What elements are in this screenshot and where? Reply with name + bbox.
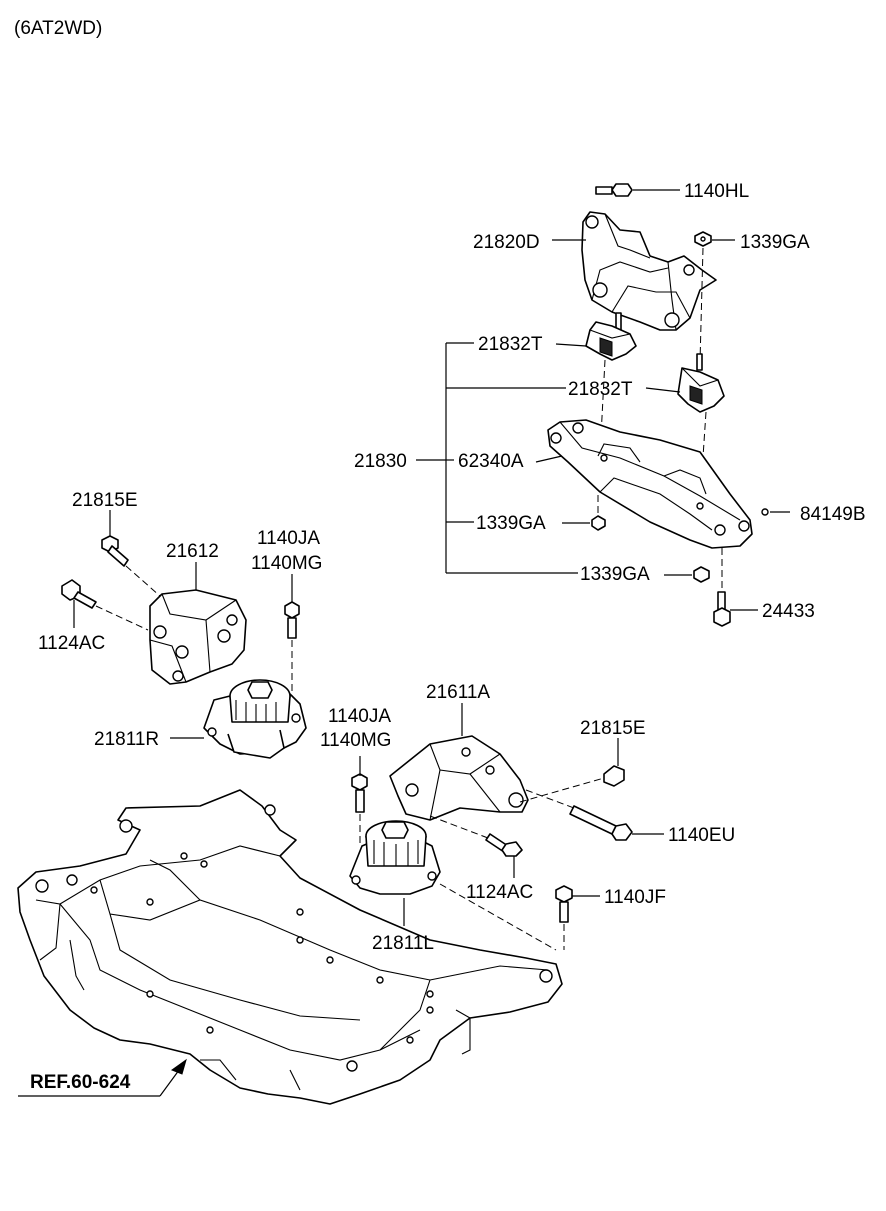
label-1140JA-left: 1140JA <box>257 528 320 549</box>
label-21815E-left: 21815E <box>72 490 138 511</box>
nut-1339GA-low <box>693 566 710 583</box>
label-21830: 21830 <box>354 451 407 472</box>
engine-mount-21811L <box>349 820 441 895</box>
nut-1339GA-top <box>694 231 712 247</box>
label-1140MG-left: 1140MG <box>251 553 322 574</box>
bracket-21612 <box>149 589 247 685</box>
reference-label: REF.60-624 <box>30 1072 131 1093</box>
bolt-21815E-left <box>101 535 129 567</box>
label-62340A: 62340A <box>458 451 524 472</box>
label-21811R: 21811R <box>94 729 159 750</box>
bracket-21611A <box>389 735 529 821</box>
label-1339GA-mid: 1339GA <box>476 513 546 534</box>
transmission-bracket-21820D <box>581 211 717 331</box>
label-1339GA-low: 1339GA <box>580 564 650 585</box>
subframe <box>17 789 563 1105</box>
bolt-1124AC-left <box>61 579 97 609</box>
bolt-24433 <box>713 591 731 627</box>
label-1124AC-left: 1124AC <box>38 633 105 654</box>
label-21832T-upper: 21832T <box>478 334 543 355</box>
bolt-1140JA-left <box>284 601 300 639</box>
bolt-21815E-right <box>603 765 625 787</box>
label-1140MG-right: 1140MG <box>320 730 391 751</box>
bolt-1140JF <box>555 885 573 923</box>
nut-1339GA-mid <box>591 515 606 531</box>
label-21832T-lower: 21832T <box>568 379 633 400</box>
label-1140EU: 1140EU <box>668 825 735 846</box>
label-21612: 21612 <box>166 541 219 562</box>
label-21820D: 21820D <box>473 232 540 253</box>
engine-mount-21811R <box>203 679 307 759</box>
label-1140JF: 1140JF <box>604 887 666 908</box>
label-21815E-right: 21815E <box>580 718 646 739</box>
label-1140HL: 1140HL <box>684 181 749 202</box>
clip-84149B <box>761 508 769 516</box>
leader-lines <box>18 189 790 1097</box>
label-1124AC-right: 1124AC <box>466 882 533 903</box>
crossmember-62340A <box>547 419 753 549</box>
insulator-21832T-lower <box>677 353 725 413</box>
label-84149B: 84149B <box>800 504 866 525</box>
variant-label: (6AT2WD) <box>14 18 102 39</box>
label-1339GA-top: 1339GA <box>740 232 810 253</box>
label-21811L: 21811L <box>372 933 434 954</box>
insulator-21832T-upper <box>585 312 637 361</box>
label-1140JA-right: 1140JA <box>328 706 391 727</box>
bolt-1124AC-right <box>485 833 523 857</box>
bolt-1140JA-right <box>351 773 368 813</box>
bolt-1140HL <box>595 183 633 197</box>
label-21611A: 21611A <box>426 682 490 703</box>
label-24433: 24433 <box>762 601 815 622</box>
bolt-1140EU <box>569 805 633 841</box>
